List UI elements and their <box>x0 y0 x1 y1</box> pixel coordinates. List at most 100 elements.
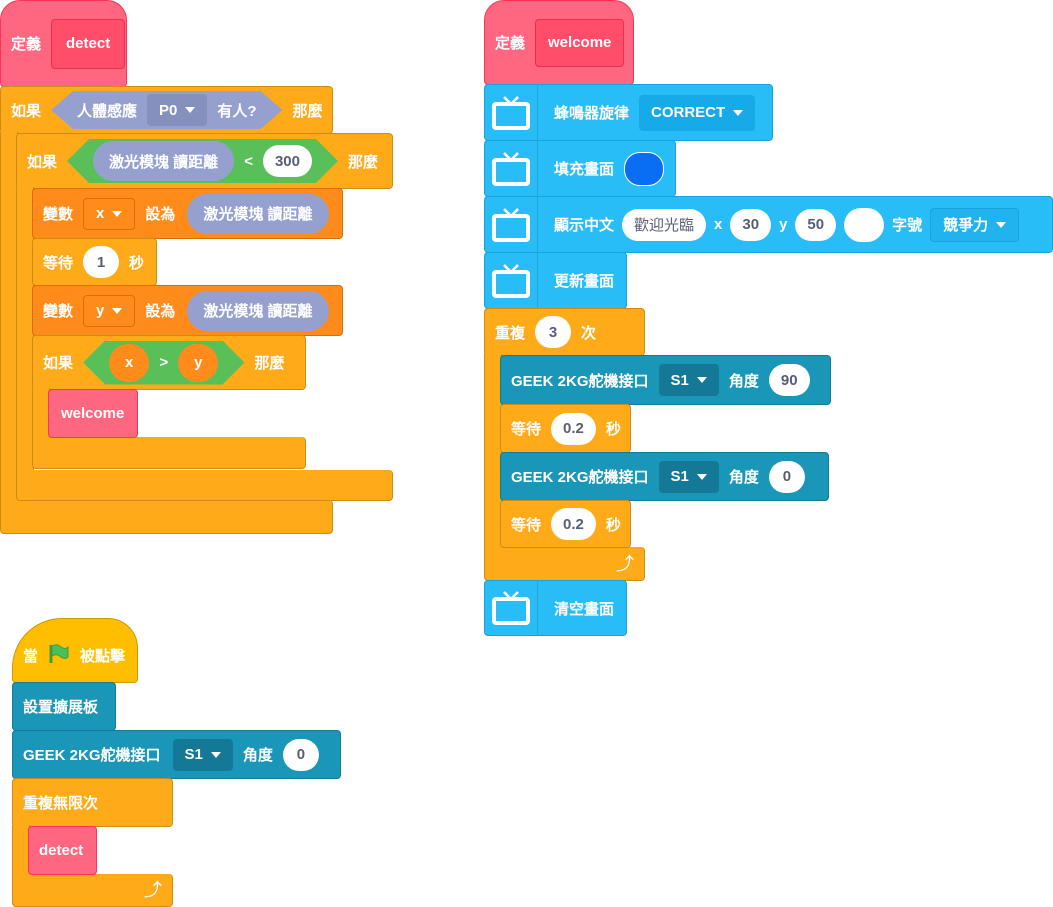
x-variable-reporter[interactable]: x <box>109 344 149 382</box>
caret-down-icon <box>996 221 1007 228</box>
melody-dropdown[interactable]: CORRECT <box>639 94 756 131</box>
if-label: 如果 <box>27 153 58 171</box>
repeat-block[interactable]: 重複 3 次 <box>484 308 645 356</box>
less-than-condition[interactable]: 激光模塊 讀距離 < 300 <box>67 139 338 183</box>
set-x-block[interactable]: 變數 x 設為 激光模塊 讀距離 <box>32 188 343 239</box>
caret-down-icon <box>185 107 195 113</box>
wait-seconds-input[interactable]: 0.2 <box>551 412 596 445</box>
port-dropdown[interactable]: S1 <box>172 738 233 771</box>
y-label: y <box>779 216 788 233</box>
green-flag-icon <box>48 643 70 669</box>
setup-board-block[interactable]: 設置擴展板 <box>12 682 116 731</box>
var-label: 變數 <box>43 206 74 223</box>
angle-input[interactable]: 0 <box>282 738 319 771</box>
if-motion-block[interactable]: 如果 人體感應 P0 有人? 那麼 <box>0 86 333 134</box>
pin-value: P0 <box>159 101 178 119</box>
refresh-screen-block[interactable]: 更新畫面 <box>484 252 627 309</box>
fill-screen-block[interactable]: 填充畫面 <box>484 140 676 197</box>
caret-down-icon <box>112 307 123 314</box>
distance-reporter[interactable]: 激光模塊 讀距離 <box>93 141 234 181</box>
times-label: 次 <box>581 324 597 342</box>
proc-prototype: detect <box>51 18 126 69</box>
font-value: 競爭力 <box>943 217 989 234</box>
seconds-label: 秒 <box>605 516 621 534</box>
sensor-suffix: 有人? <box>217 102 257 120</box>
angle-input[interactable]: 0 <box>768 460 805 493</box>
greater-than-condition[interactable]: x > y <box>83 341 244 385</box>
caret-down-icon <box>112 210 123 217</box>
angle-input[interactable]: 90 <box>768 364 810 396</box>
when-label: 當 <box>23 648 39 665</box>
y-variable-reporter[interactable]: y <box>178 344 218 382</box>
wait-block[interactable]: 等待 1 秒 <box>32 238 157 286</box>
forever-bottom: ⤴ <box>12 874 173 907</box>
servo-block[interactable]: GEEK 2KG舵機接口 S1 角度 0 <box>500 452 829 501</box>
refresh-label: 更新畫面 <box>554 273 615 290</box>
set-y-block[interactable]: 變數 y 設為 激光模塊 讀距離 <box>32 285 343 336</box>
pin-dropdown[interactable]: P0 <box>147 94 207 126</box>
screen-tv-icon <box>485 197 538 252</box>
set-to-label: 設為 <box>145 303 176 320</box>
angle-label: 角度 <box>728 372 759 390</box>
repeat-count-input[interactable]: 3 <box>535 316 572 348</box>
forever-block[interactable]: 重複無限次 <box>12 778 173 827</box>
servo-block[interactable]: GEEK 2KG舵機接口 S1 角度 90 <box>500 355 831 405</box>
define-detect-hat[interactable]: 定義 detect <box>0 0 127 87</box>
fill-label: 填充畫面 <box>554 161 615 178</box>
port-value: S1 <box>670 468 689 485</box>
when-flag-clicked-hat[interactable]: 當 被點擊 <box>12 618 138 683</box>
distance-reporter[interactable]: 激光模塊 讀距離 <box>187 290 329 331</box>
if-bottom <box>16 470 393 501</box>
var-dropdown[interactable]: x <box>83 197 136 230</box>
forever-label: 重複無限次 <box>23 795 99 812</box>
proc-name: welcome <box>61 405 125 422</box>
show-text-block[interactable]: 顯示中文 歡迎光臨 x 30 y 50 字號 競爭力 <box>484 196 1053 253</box>
sensor-label: 人體感應 <box>77 102 138 120</box>
then-label: 那麼 <box>292 102 323 120</box>
port-dropdown[interactable]: S1 <box>658 364 719 396</box>
servo-block[interactable]: GEEK 2KG舵機接口 S1 角度 0 <box>12 730 341 779</box>
define-welcome-hat[interactable]: 定義 welcome <box>484 0 634 85</box>
port-value: S1 <box>184 746 203 763</box>
then-label: 那麼 <box>347 153 378 171</box>
x-input[interactable]: 30 <box>730 208 772 241</box>
var-label: 變數 <box>43 303 74 320</box>
wait-label: 等待 <box>511 516 542 534</box>
fill-color-picker[interactable] <box>624 151 665 186</box>
text-input[interactable]: 歡迎光臨 <box>622 208 707 241</box>
motion-sensor-condition[interactable]: 人體感應 P0 有人? <box>51 91 283 129</box>
wait-seconds-input[interactable]: 1 <box>83 246 120 278</box>
servo-label: GEEK 2KG舵機接口 <box>23 747 161 764</box>
buzzer-melody-block[interactable]: 蜂鳴器旋律 CORRECT <box>484 84 773 141</box>
caret-down-icon <box>210 751 221 758</box>
font-dropdown[interactable]: 競爭力 <box>930 207 1020 242</box>
loop-arrow-icon: ⤴ <box>144 880 162 900</box>
if-bottom <box>0 500 333 534</box>
if-compare-block[interactable]: 如果 x > y 那麼 <box>32 335 306 390</box>
distance-reporter[interactable]: 激光模塊 讀距離 <box>187 193 329 234</box>
caret-down-icon <box>733 109 744 116</box>
var-value: y <box>96 302 105 319</box>
if-label: 如果 <box>11 102 42 120</box>
port-dropdown[interactable]: S1 <box>658 460 719 493</box>
screen-tv-icon <box>485 581 538 635</box>
wait-seconds-input[interactable]: 0.2 <box>551 508 596 540</box>
define-label: 定義 <box>495 35 526 52</box>
angle-label: 角度 <box>242 747 273 764</box>
port-value: S1 <box>670 371 689 389</box>
seconds-label: 秒 <box>129 254 145 272</box>
wait-block[interactable]: 等待 0.2 秒 <box>500 500 631 548</box>
call-welcome-block[interactable]: welcome <box>48 389 138 438</box>
y-input[interactable]: 50 <box>795 208 837 241</box>
screen-tv-icon <box>485 141 538 196</box>
if-distance-block[interactable]: 如果 激光模塊 讀距離 < 300 那麼 <box>16 133 393 189</box>
var-dropdown[interactable]: y <box>83 294 136 327</box>
angle-label: 角度 <box>728 469 759 486</box>
setup-label: 設置擴展板 <box>23 699 99 716</box>
wait-block[interactable]: 等待 0.2 秒 <box>500 404 631 453</box>
text-color-picker[interactable] <box>844 207 885 242</box>
threshold-input[interactable]: 300 <box>263 145 312 177</box>
call-detect-block[interactable]: detect <box>28 826 97 875</box>
caret-down-icon <box>696 377 707 383</box>
clear-screen-block[interactable]: 清空畫面 <box>484 580 627 636</box>
